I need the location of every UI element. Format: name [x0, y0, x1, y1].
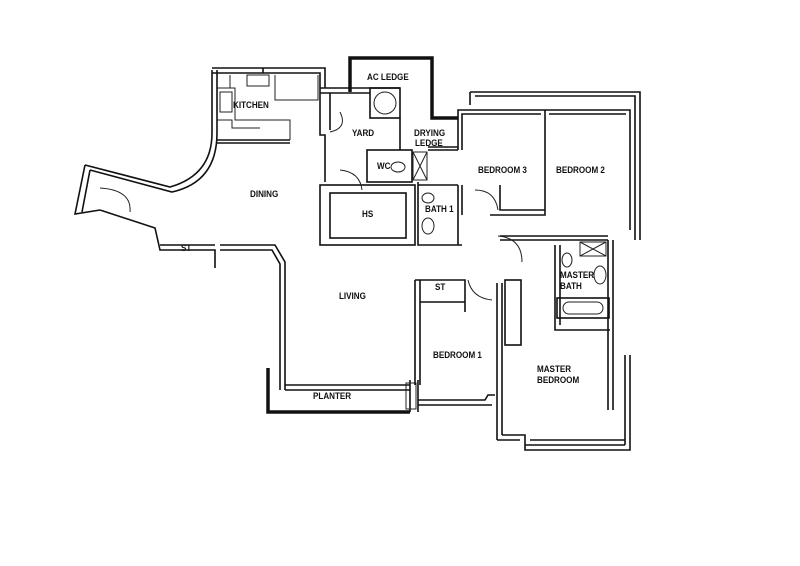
bedroom-1-walls	[414, 279, 503, 440]
room-label-master-bedroom-line1: MASTER	[537, 364, 572, 375]
yard-walls	[319, 87, 401, 182]
room-label-master-bedroom-line2: BEDROOM	[537, 375, 580, 386]
room-label-wc: WC	[377, 161, 391, 172]
planter-wall	[266, 368, 410, 414]
bedroom-door-swing	[497, 235, 523, 263]
entrance-walls	[73, 164, 216, 268]
room-label-ac-ledge: AC LEDGE	[367, 72, 409, 83]
hs-room	[319, 184, 416, 246]
room-label-kitchen: KITCHEN	[233, 100, 269, 111]
room-label-st-bedroom: ST	[435, 282, 446, 293]
room-label-bedroom-1: BEDROOM 1	[433, 350, 482, 361]
room-label-bath-1: BATH 1	[425, 204, 454, 215]
bathtub	[556, 297, 610, 319]
kitchen-partition	[217, 139, 290, 144]
room-label-st-dining: ST	[181, 243, 192, 254]
master-bath-shower	[579, 241, 607, 257]
drying-ledge-box	[412, 151, 428, 181]
sink-icon	[246, 74, 270, 87]
toilet-icon	[390, 161, 406, 173]
master-bedroom-walls	[497, 330, 631, 451]
ac-fan-icon	[373, 91, 397, 115]
living-west-wall	[220, 244, 286, 390]
entrance-door-swing	[99, 187, 131, 213]
bedroom-window-frame	[469, 91, 641, 240]
room-label-drying: DRYING	[414, 128, 446, 139]
master-wardrobe	[504, 279, 522, 346]
room-label-master-bath-line1: MASTER	[560, 270, 595, 281]
hs-door-swing	[339, 169, 363, 191]
planter-edge	[285, 380, 419, 412]
drying-ledge-cross	[412, 151, 428, 181]
room-label-planter: PLANTER	[313, 391, 352, 402]
room-label-bedroom-3: BEDROOM 3	[478, 165, 527, 176]
dining-curved-wall	[84, 132, 218, 193]
bath-1-toilet-icon	[421, 192, 435, 204]
drying-ledge-rail	[428, 146, 458, 151]
bathtub-inner	[562, 301, 604, 315]
master-bath-walls	[554, 240, 614, 331]
master-bath-basin-icon	[593, 265, 607, 285]
master-bath-shower-cross	[579, 241, 607, 257]
yard-door-swing	[329, 111, 343, 133]
bedroom-walls-north	[457, 109, 631, 241]
bedroom-1-door-swing	[467, 279, 493, 301]
planter-vent	[405, 382, 417, 410]
kitchen-walls	[211, 67, 326, 133]
wc-room	[366, 149, 413, 183]
room-label-master-bath-line2: BATH	[560, 281, 582, 292]
bedroom-3-door-swing	[474, 189, 499, 211]
room-label-ledge: LEDGE	[415, 138, 443, 149]
room-label-living: LIVING	[339, 291, 366, 302]
bath-1-basin-icon	[421, 217, 435, 235]
master-bath-toilet-icon	[561, 252, 573, 268]
stove-icon	[219, 91, 233, 113]
room-label-yard: YARD	[352, 128, 375, 139]
room-label-dining: DINING	[250, 189, 279, 200]
hs-inner	[329, 192, 407, 239]
ac-ledge-wall	[348, 56, 458, 120]
kitchen-counter	[217, 75, 319, 140]
room-label-hs: HS	[362, 209, 374, 220]
room-label-bedroom-2: BEDROOM 2	[556, 165, 605, 176]
bath-1-walls	[417, 182, 462, 246]
